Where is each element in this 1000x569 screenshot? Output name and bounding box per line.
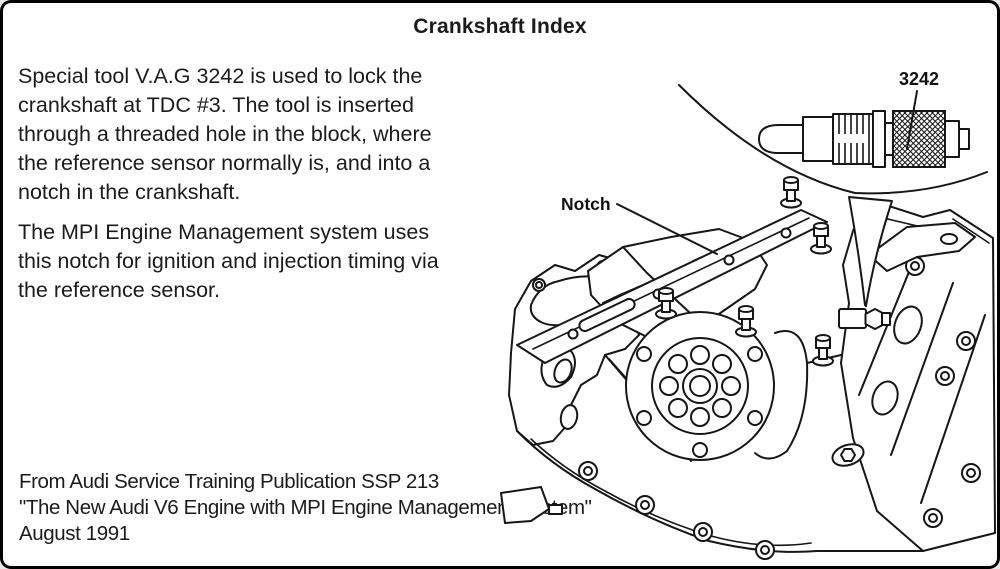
text-line: notch in the crankshaft. [18,180,241,204]
notch-label: Notch [561,194,611,214]
lower-bracket [500,486,550,524]
engine-block-drawing [500,176,996,560]
locking-tool-magnified [758,110,970,168]
text-line: this notch for ignition and injection ti… [18,249,439,273]
page-title: Crankshaft Index [413,15,587,38]
body-text: Special tool V.A.G 3242 is used to lock … [18,62,498,305]
notch-leader-line [616,203,718,255]
drain-plug [831,443,865,467]
paragraph-2: The MPI Engine Management system uses th… [18,218,498,305]
tool-number-label: 3242 [899,69,939,89]
detail-callout: 3242 [678,69,988,195]
pointer-arrow [848,196,893,307]
source-attribution: From Audi Service Training Publication S… [19,469,639,547]
callout-arc [678,84,988,195]
attribution-line: From Audi Service Training Publication S… [19,470,439,493]
oil-sump-edge [500,430,924,560]
oil-pan-rail [516,209,828,364]
engine-diagram: 3242 Notch [500,69,996,560]
attribution-line: "The New Audi V6 Engine with MPI Engine … [19,496,592,519]
block-right-face [831,198,996,552]
sensor-bracket [868,222,976,272]
tool-threads [832,113,874,165]
attribution-line: August 1991 [19,522,130,545]
tool-knurled-grip [892,110,946,168]
text-line: crankshaft at TDC #3. The tool is insert… [18,93,414,117]
crankshaft-flange [625,311,775,461]
paragraph-1: Special tool V.A.G 3242 is used to lock … [18,62,498,207]
text-line: The MPI Engine Management system uses [18,220,430,244]
text-line: the reference sensor normally is, and in… [18,151,431,175]
text-line: Special tool V.A.G 3242 is used to lock … [18,64,423,88]
inserted-tool-stub [838,308,891,330]
text-line: the reference sensor. [18,278,220,302]
tool-leader-line [906,90,918,150]
notch-callout: Notch [561,194,718,255]
text-line: through a threaded hole in the block, wh… [18,122,432,146]
